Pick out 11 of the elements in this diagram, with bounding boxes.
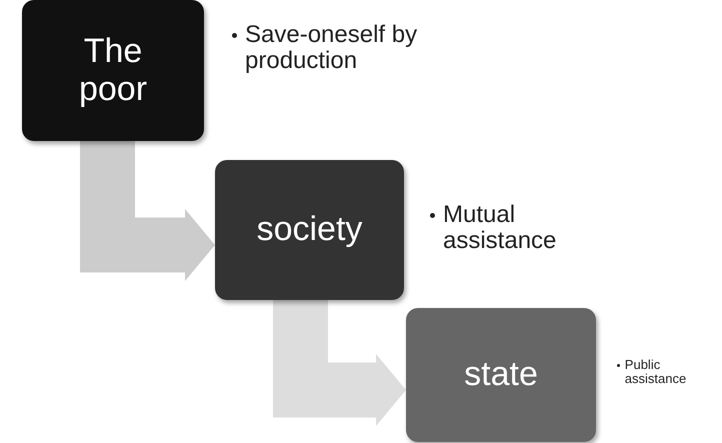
bullet-text: Save-oneself by production [245,22,418,75]
process-box [215,160,404,300]
box-label: state [463,356,539,394]
process-box [406,308,596,442]
box-label: The poor [78,33,148,108]
bullet-text: Mutual assistance [443,202,558,255]
bent-arrow [80,141,215,281]
bullet-text: Public assistance [624,358,688,387]
box-label: society [256,211,364,249]
process-box [22,0,204,141]
bent-arrow [273,300,406,426]
